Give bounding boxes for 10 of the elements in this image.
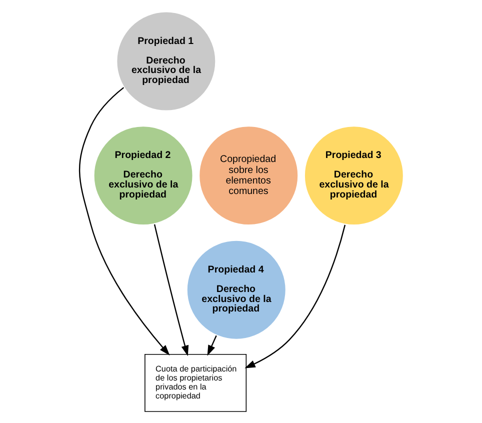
arrow bbox=[153, 224, 188, 356]
node-box: Cuota de participación de los propietarios privados en la copropiedad bbox=[144, 354, 246, 412]
arrow bbox=[78, 87, 170, 356]
node-circle: Propiedad 4 Derecho exclusivo de la propiedad bbox=[185, 239, 286, 340]
arrow bbox=[244, 224, 346, 368]
node-circle: Propiedad 2 Derecho exclusivo de la propiedad bbox=[92, 124, 194, 226]
node-circle: Copropiedad sobre los elementos comunes bbox=[198, 124, 299, 226]
arrow bbox=[206, 335, 216, 356]
node-circle: Propiedad 3 Derecho exclusivo de la propiedad bbox=[302, 124, 404, 226]
node-circle: Propiedad 1 Derecho exclusivo de la propiedad bbox=[115, 10, 216, 112]
